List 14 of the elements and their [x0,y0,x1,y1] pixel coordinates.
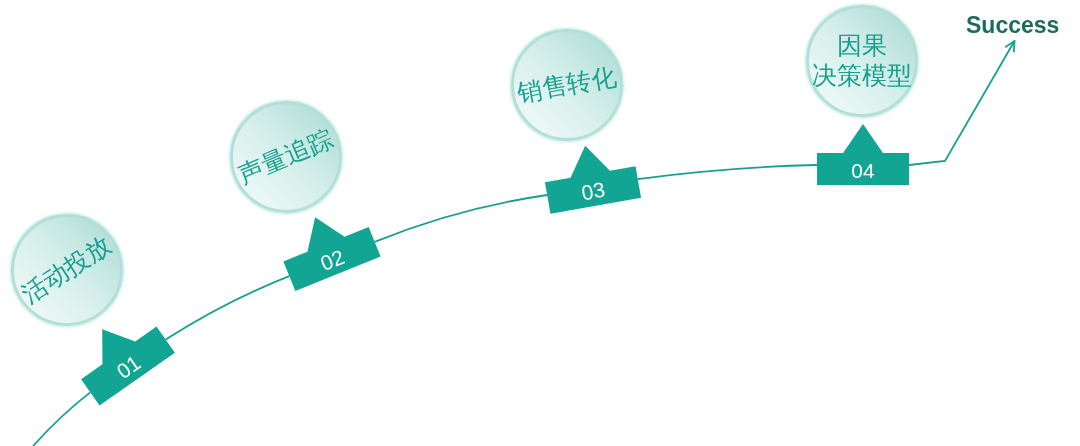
connector-line [636,164,818,180]
connector-line [373,194,549,243]
step-number-tag: 01 [81,326,175,406]
step-number-tag: 03 [544,145,642,214]
step-circle: 声量追踪 [230,101,342,213]
goal-label: Success [966,11,1060,39]
connector-line [32,391,92,446]
step-circle: 销售转化 [511,29,623,141]
arrow [908,40,1016,166]
step-number-tag: 02 [283,217,381,292]
step-number-tag: 04 [817,124,909,185]
connector-line [164,275,291,341]
step-circle: 因果决策模型 [806,5,918,117]
step-circle: 活动投放 [11,214,123,326]
